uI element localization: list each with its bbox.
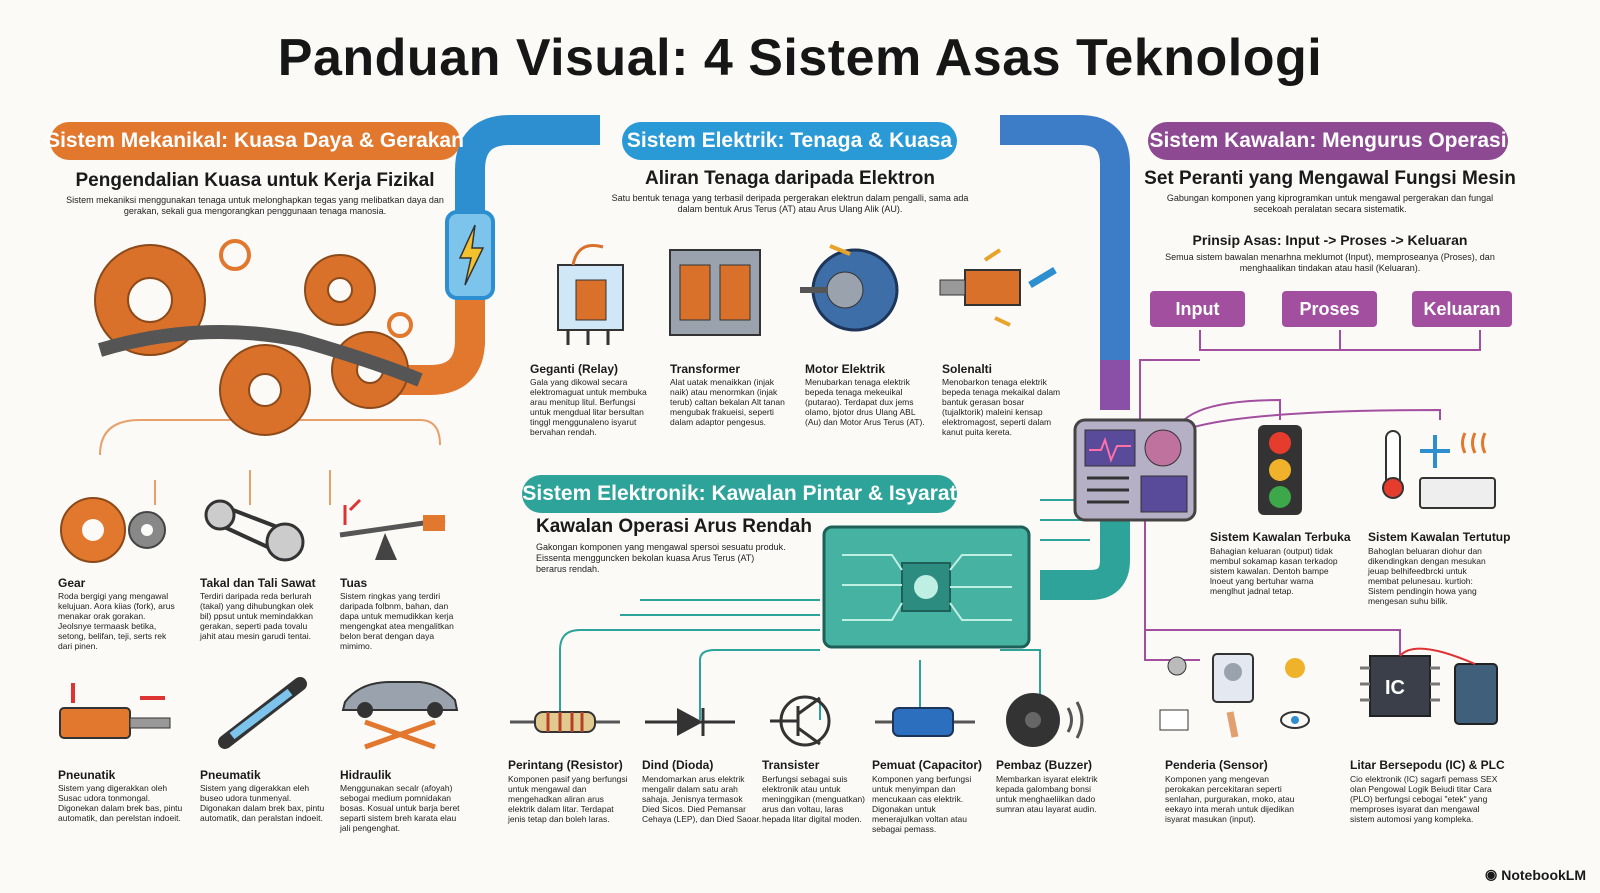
mech-item-label: Pneunatik	[58, 768, 116, 782]
electronic-item-label: Dind (Dioda)	[642, 758, 714, 772]
elec-item-text: Gala yang dikowal secara elektromaguat u…	[530, 377, 647, 437]
car-lift-icon	[341, 681, 459, 750]
brand-logo: ◉ NotebookLM	[1485, 866, 1586, 883]
mechanical-header: Sistem Mekanikal: Kuasa Daya & Gerakan	[46, 122, 464, 160]
mech-item-text: Sistem ringkas yang terdiri daripada fol…	[340, 591, 454, 651]
electronic-item-label: Pemuat (Capacitor)	[872, 758, 983, 772]
syringe-icon	[218, 677, 307, 749]
transformer-icon	[669, 249, 761, 336]
electronic-item-text: Komponen pasif yang berfungsi untuk meng…	[508, 774, 628, 824]
mech-item-label: Takal dan Tali Sawat	[200, 576, 316, 590]
mech-item-text: Roda bergigi yang mengawal kelujuan. Aor…	[58, 591, 175, 651]
electronic-item-text: Mendomarkan arus elektrik mengalir dalam…	[642, 774, 762, 824]
control-item-label: Penderia (Sensor)	[1165, 758, 1268, 772]
mech-item-text: Sistem yang digerakkan oleh Susac udora …	[58, 783, 183, 823]
principle-title: Prinsip Asas: Input -> Proses -> Keluara…	[1192, 232, 1468, 248]
sensor-icon	[1159, 653, 1310, 738]
electronic-subtitle: Kawalan Operasi Arus Rendah	[536, 516, 812, 537]
control-description: Gabungan komponen yang kiprogramkan untu…	[1166, 193, 1494, 214]
principle-text: Semua sistem bawalan menarhna meklumot (…	[1165, 252, 1495, 273]
electronic-item-label: Perintang (Resistor)	[508, 758, 623, 772]
elec-item-label: Solenalti	[942, 362, 993, 376]
gear-assembly-illustration	[94, 239, 423, 436]
flow-process: Proses	[1282, 291, 1377, 327]
electronic-item-text: Berfungsi sebagai suis elektronik atau u…	[762, 774, 866, 824]
control-item-label: Litar Bersepodu (IC) & PLC	[1350, 758, 1505, 772]
elec-item-label: Transformer	[670, 362, 741, 376]
control-subtitle: Set Peranti yang Mengawal Fungsi Mesin	[1144, 168, 1516, 189]
svg-text:IC: IC	[1385, 677, 1405, 699]
capacitor-icon	[875, 707, 975, 737]
electronic-header: Sistem Elektronik: Kawalan Pintar & Isya…	[522, 475, 957, 513]
buzzer-icon	[1006, 693, 1084, 747]
solenoid-icon	[939, 248, 1057, 327]
mech-item-text: Terdiri daripada reda berlurah (takal) y…	[200, 591, 314, 641]
lightning-icon	[445, 210, 495, 300]
elec-item-text: Alat uatak menaikkan (injak naik) atau m…	[670, 377, 785, 427]
electronic-item-label: Pembaz (Buzzer)	[996, 758, 1093, 772]
traffic-light-icon	[1258, 425, 1302, 515]
electrical-subtitle: Aliran Tenaga daripada Elektron	[644, 168, 935, 189]
elec-item-label: Geganti (Relay)	[530, 362, 619, 376]
brand-name: NotebookLM	[1501, 866, 1586, 883]
thermostat-icon	[1382, 430, 1496, 509]
control-item-label: Sistem Kawalan Tertutup	[1368, 530, 1511, 544]
resistor-icon	[510, 711, 620, 733]
diode-icon	[645, 708, 735, 736]
motor-icon	[800, 244, 899, 332]
control-header: Sistem Kawalan: Mengurus Operasi	[1148, 122, 1508, 160]
mech-item-text: Sistem yang digerakkan eleh buseo udora …	[200, 783, 325, 823]
control-item-text: Komponen yang mengevan perokakan perceki…	[1165, 774, 1295, 824]
control-item-text: Bahagian keluaran (output) tidak membul …	[1210, 546, 1338, 596]
control-item-text: Bahoglan beluaran diohur dan dikendingka…	[1368, 546, 1486, 606]
transistor-icon	[770, 695, 831, 747]
elec-item-text: Menubarkan tenaga elektrik bepeda tenaga…	[805, 377, 925, 427]
control-item-label: Sistem Kawalan Terbuka	[1210, 530, 1351, 544]
notebook-icon: ◉	[1485, 866, 1498, 882]
electronic-item-text: Membarkan isyarat elektrik kepada galomb…	[996, 774, 1098, 814]
electronic-item-label: Transister	[762, 758, 820, 772]
mech-item-text: Menggunakan secalr (afoyah) sebogai medi…	[340, 783, 460, 833]
electronic-item-text: Komponen yang berfungsi untuk menyimpan …	[872, 774, 972, 834]
mechanical-description: Sistem mekaniksi menggunakan tenaga untu…	[66, 195, 444, 216]
circuit-board-icon	[822, 525, 1031, 649]
lever-icon	[339, 498, 446, 560]
mech-item-label: Gear	[58, 576, 86, 590]
control-panel-icon	[1073, 418, 1197, 522]
ic-chip-icon: IC	[1360, 647, 1498, 725]
elec-item-text: Menobarkon tenaga elektrik bepeda tenaga…	[942, 377, 1061, 437]
pneumatic-cylinder-icon	[59, 683, 171, 739]
electrical-header: Sistem Elektrik: Tenaga & Kuasa	[622, 122, 957, 160]
electrical-description: Satu bentuk tenaga yang terbasil deripad…	[611, 193, 969, 214]
control-item-text: Cio elektronik (IC) sagarfi pemass SEX o…	[1350, 774, 1498, 824]
mech-item-label: Pneumatik	[200, 768, 261, 782]
mech-item-label: Hidraulik	[340, 768, 392, 782]
mechanical-subtitle: Pengendalian Kuasa untuk Kerja Fizikal	[75, 170, 435, 191]
relay-icon	[557, 244, 624, 345]
gear-icon	[60, 497, 166, 563]
flow-input: Input	[1150, 291, 1245, 327]
flow-output: Keluaran	[1412, 291, 1512, 327]
electronic-description: Gakongan komponen yang mengawal spersoi …	[536, 542, 786, 574]
mech-item-label: Tuas	[340, 576, 368, 590]
page-title: Panduan Visual: 4 Sistem Asas Teknologi	[277, 29, 1323, 87]
elec-item-label: Motor Elektrik	[805, 362, 886, 376]
pulley-icon	[204, 499, 305, 562]
